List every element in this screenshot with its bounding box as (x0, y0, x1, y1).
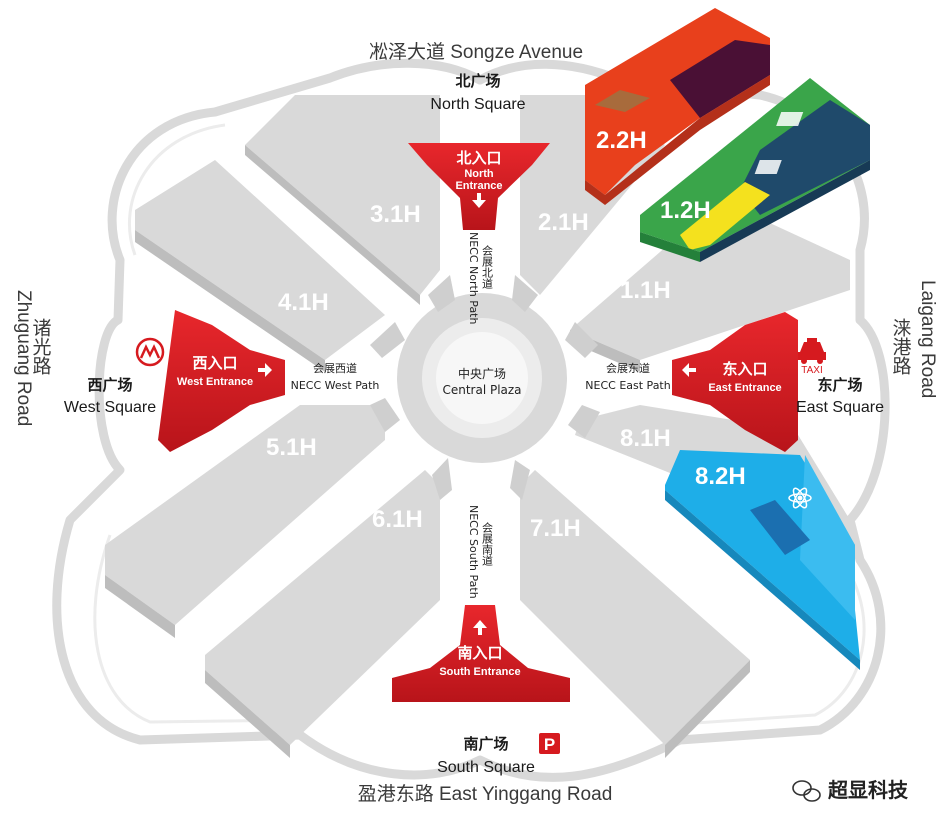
arrow-down-icon (472, 193, 486, 208)
metro-icon[interactable] (135, 337, 165, 367)
road-east-en: Laigang Road (917, 280, 938, 398)
west-path-en: NECC West Path (291, 379, 380, 392)
hall-label-7-1: 7.1H (530, 515, 581, 542)
road-north: 凇泽大道 Songze Avenue (369, 41, 583, 63)
south-path-label: 会展南道 NECC South Path (467, 505, 494, 599)
west-path-label: 会展西道 NECC West Path (291, 361, 380, 392)
hall-6-1[interactable] (205, 470, 440, 758)
hall-label-4-1: 4.1H (278, 289, 329, 316)
north-square-cn: 北广场 (455, 72, 500, 90)
hall-2-2[interactable] (585, 8, 770, 205)
north-entrance-cn: 北入口 (456, 149, 501, 167)
hall-labels: 3.1H 2.1H 4.1H 1.1H 5.1H 8.1H 6.1H 7.1H … (266, 127, 746, 542)
east-path-label: 会展东道 NECC East Path (585, 361, 670, 392)
hall-label-1-1: 1.1H (620, 277, 671, 304)
east-path-cn: 会展东道 (606, 361, 650, 375)
central-plaza[interactable]: 中央广场 Central Plaza (397, 293, 567, 463)
hall-3-1[interactable] (245, 95, 440, 305)
hall-8-2[interactable] (665, 450, 860, 670)
taxi-label: TAXI (801, 365, 822, 376)
hall-4-1[interactable] (135, 160, 385, 372)
hall-label-1-2: 1.2H (660, 197, 711, 224)
wechat-icon (792, 780, 821, 802)
arrow-up-icon (473, 620, 487, 635)
hall-7-1[interactable] (520, 470, 750, 758)
bus-icon-1 (776, 112, 804, 126)
hall-5-1[interactable] (105, 405, 385, 638)
east-entrance-en: East Entrance (708, 382, 781, 394)
east-square-en: East Square (796, 399, 884, 416)
north-square-en: North Square (430, 96, 525, 113)
north-square-label: 北广场 North Square (430, 72, 525, 113)
south-square-cn: 南广场 (463, 735, 508, 753)
hall-label-5-1: 5.1H (266, 434, 317, 461)
hall-label-6-1: 6.1H (372, 506, 423, 533)
road-east-cn: 涞港路 (890, 318, 912, 375)
road-south: 盈港东路 East Yinggang Road (358, 783, 613, 805)
hall-label-2-2: 2.2H (596, 127, 647, 154)
north-path-label: 会展北道 NECC North Path (467, 232, 494, 324)
parking-label: P (544, 735, 555, 754)
east-square-cn: 东广场 (817, 376, 862, 394)
west-entrance-cn: 西入口 (192, 354, 237, 372)
hall-label-8-2: 8.2H (695, 463, 746, 490)
west-entrance[interactable]: 西入口 West Entrance (158, 310, 285, 452)
west-square-label: 西广场 West Square (64, 376, 156, 416)
south-entrance[interactable]: 南入口 South Entrance (392, 605, 570, 702)
west-square-en: West Square (64, 399, 156, 416)
road-west-cn: 诸光路 (30, 318, 52, 375)
arrow-left-icon (682, 363, 696, 377)
east-square-label: 东广场 East Square (796, 376, 884, 416)
south-path-en: NECC South Path (467, 505, 480, 599)
south-path-cn: 会展南道 (481, 522, 494, 566)
watermark-text: 超显科技 (827, 778, 909, 802)
west-entrance-en: West Entrance (177, 376, 253, 388)
south-entrance-en: South Entrance (439, 666, 520, 678)
north-entrance-en2: Entrance (455, 180, 502, 192)
east-path-en: NECC East Path (585, 379, 670, 392)
hall-label-2-1: 2.1H (538, 209, 589, 236)
plaza-label-en: Central Plaza (442, 383, 521, 397)
north-entrance[interactable]: 北入口 North Entrance (408, 143, 550, 230)
west-square-cn: 西广场 (87, 376, 132, 394)
north-path-en: NECC North Path (467, 232, 480, 324)
parking-icon[interactable]: P (539, 733, 560, 754)
taxi-icon[interactable]: TAXI (798, 338, 826, 376)
bus-icon-2 (754, 160, 782, 174)
road-west-en: Zhuguang Road (13, 290, 34, 426)
arrow-right-icon (258, 363, 272, 377)
south-square-label: 南广场 South Square (437, 735, 535, 776)
east-entrance-cn: 东入口 (722, 360, 767, 378)
hall-1-2[interactable] (640, 78, 870, 262)
site-outline-inner (93, 123, 866, 727)
south-square-en: South Square (437, 759, 535, 776)
west-path-cn: 会展西道 (313, 361, 357, 375)
plaza-label-cn: 中央广场 (458, 366, 506, 381)
hall-label-3-1: 3.1H (370, 201, 421, 228)
north-entrance-en1: North (464, 168, 494, 180)
north-path-cn: 会展北道 (481, 245, 494, 289)
connector-blocks (370, 275, 600, 500)
watermark: 超显科技 (792, 778, 909, 802)
hall-label-8-1: 8.1H (620, 425, 671, 452)
south-entrance-cn: 南入口 (457, 644, 502, 662)
atom-icon (788, 487, 812, 509)
east-entrance[interactable]: 东入口 East Entrance (672, 312, 798, 452)
